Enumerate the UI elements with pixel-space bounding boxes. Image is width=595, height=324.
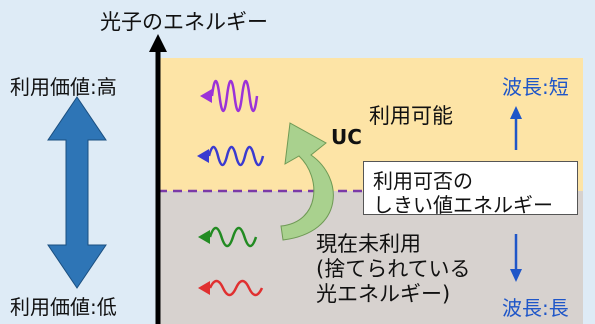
uc-label: UC (331, 125, 362, 149)
photon-red-arrowhead (198, 281, 210, 295)
wavelength-down-arrowhead (510, 269, 522, 282)
photon-green-wave (208, 226, 258, 248)
photon-red-wave (208, 279, 264, 297)
energy-axis-arrowhead (149, 34, 167, 52)
threshold-label-line2: しきい値エネルギー (373, 193, 553, 217)
usable-region-label: 利用可能 (369, 104, 453, 128)
uc-conversion-arrow (280, 122, 334, 241)
wavelength-long-label: 波長:長 (502, 296, 569, 320)
threshold-callout (363, 161, 578, 215)
unused-label-line2: (捨てられている (316, 257, 471, 281)
wavelength-short-label: 波長:短 (502, 75, 569, 99)
photon-violet-wave (210, 79, 259, 113)
energy-axis-title: 光子のエネルギー (100, 10, 268, 34)
photon-blue-wave (207, 145, 265, 167)
photon-green-arrowhead (198, 230, 210, 244)
photon-blue-arrowhead (197, 149, 209, 163)
utility-high-label: 利用価値:高 (10, 75, 117, 99)
value-double-arrow (47, 96, 107, 289)
threshold-label-line1: 利用可否の (373, 169, 473, 193)
unused-region-label: 現在未利用 (捨てられている 光エネルギー) (316, 232, 471, 307)
utility-low-label: 利用価値:低 (10, 295, 117, 319)
unused-label-line3: 光エネルギー) (316, 282, 451, 306)
photon-violet-arrowhead (200, 89, 212, 103)
wavelength-up-arrowhead (510, 106, 522, 119)
unused-label-line1: 現在未利用 (316, 232, 421, 256)
